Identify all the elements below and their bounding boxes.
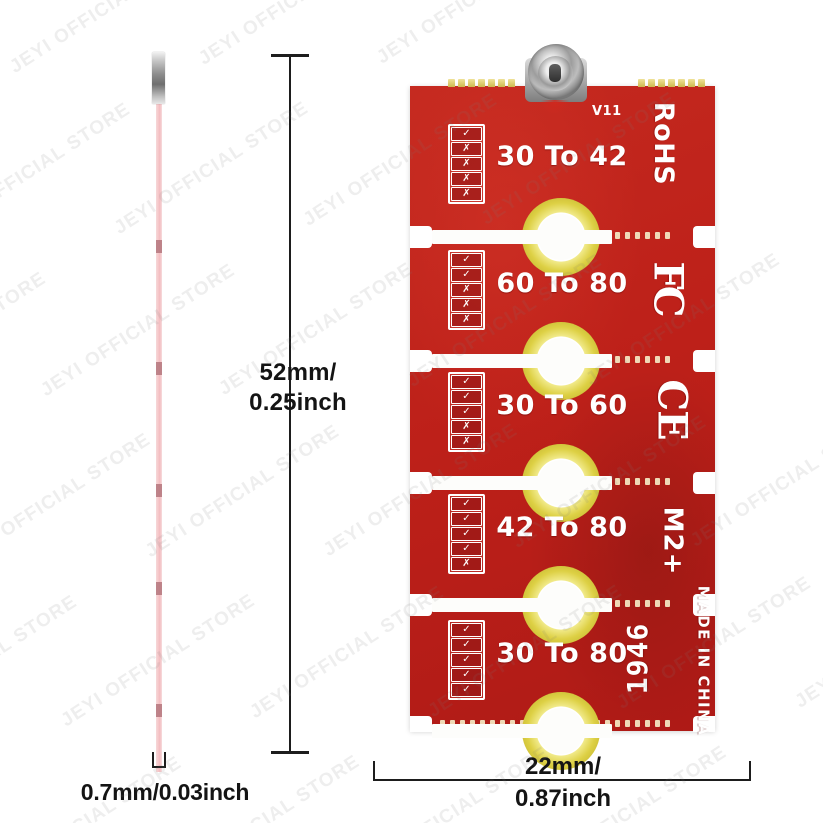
pcb-edge-view <box>152 52 166 772</box>
watermark-text: JEYI OFFICIAL STORE <box>0 98 135 240</box>
pcb-notch-left <box>410 594 432 616</box>
pcb-edge-body <box>156 92 162 772</box>
key-type-label: M2+ <box>657 506 688 576</box>
checkbox-checked: ✓ <box>451 497 482 511</box>
origin-label: MADE IN CHINA <box>694 585 713 737</box>
screw-slot <box>549 64 561 82</box>
pcb-notch-right <box>693 226 715 248</box>
pcb-notch-right <box>693 472 715 494</box>
width-dimension-cap-right <box>749 761 751 781</box>
date-code-label: 1946 <box>621 622 655 695</box>
checkbox-column-4: ✓✓✓✓✗ <box>448 494 485 574</box>
pcb-edge-notch <box>156 484 162 497</box>
pcb-notch-left <box>410 472 432 494</box>
width-label-mm: 22mm/ <box>524 753 602 780</box>
checkbox-checked: ✓ <box>451 253 482 267</box>
checkbox-crossed: ✗ <box>451 298 482 312</box>
watermark-text: JEYI OFFICIAL STORE <box>0 0 30 80</box>
checkbox-crossed: ✗ <box>451 313 482 327</box>
height-label-inch: 0.25inch <box>249 389 347 416</box>
checkbox-column-1: ✓✗✗✗✗ <box>448 124 485 204</box>
mounting-slot <box>432 598 612 612</box>
checkbox-checked: ✓ <box>451 542 482 556</box>
pcb-edge-notch <box>156 240 162 253</box>
watermark-text: JEYI OFFICIAL STORE <box>0 267 51 409</box>
pcb-notch-right <box>693 350 715 372</box>
checkbox-checked: ✓ <box>451 127 482 141</box>
fc-logo: FC <box>644 261 692 314</box>
pcb-board: 30 To 42 60 To 80 30 To 60 42 To 80 30 T… <box>410 79 715 770</box>
checkbox-checked: ✓ <box>451 527 482 541</box>
checkbox-checked: ✓ <box>451 375 482 389</box>
pcb-edge-screw <box>152 52 165 104</box>
solder-smear <box>541 100 569 114</box>
checkbox-checked: ✓ <box>451 668 482 682</box>
checkbox-crossed: ✗ <box>451 187 482 201</box>
pcb-edge-notch <box>156 362 162 375</box>
version-label: V11 <box>592 104 622 119</box>
mounting-slot <box>432 724 612 738</box>
width-dimension-line <box>373 761 751 781</box>
watermark-text: JEYI OFFICIAL STORE <box>195 0 397 70</box>
checkbox-checked: ✓ <box>451 683 482 697</box>
rohs-label: RoHS <box>648 101 680 186</box>
checkbox-crossed: ✗ <box>451 142 482 156</box>
checkbox-checked: ✓ <box>451 405 482 419</box>
watermark-text: JEYI OFFICIAL STORE <box>110 97 313 239</box>
pcb-edge-notch <box>156 582 162 595</box>
mounting-slot <box>432 354 612 368</box>
slot-label-30-to-80: 30 To 80 <box>496 638 628 669</box>
checkbox-crossed: ✗ <box>451 157 482 171</box>
watermark-text: JEYI OFFICIAL STORE <box>37 259 239 401</box>
height-label-mm: 52mm/ <box>259 359 337 386</box>
checkbox-crossed: ✗ <box>451 283 482 297</box>
width-label-inch: 0.87inch <box>514 785 612 812</box>
pcb-notch-left <box>410 716 432 732</box>
thickness-dimension-cap-left <box>152 752 154 768</box>
checkbox-checked: ✓ <box>451 512 482 526</box>
checkbox-checked: ✓ <box>451 653 482 667</box>
thickness-dimension-cap-right <box>164 752 166 768</box>
checkbox-checked: ✓ <box>451 623 482 637</box>
checkbox-crossed: ✗ <box>451 435 482 449</box>
screw-standoff <box>525 44 587 114</box>
checkbox-column-2: ✓✓✗✗✗ <box>448 250 485 330</box>
watermark-text: JEYI OFFICIAL STORE <box>6 0 208 78</box>
watermark-text: JEYI OFFICIAL STORE <box>0 591 82 732</box>
checkbox-checked: ✓ <box>451 638 482 652</box>
slot-label-42-to-80: 42 To 80 <box>496 512 628 543</box>
watermark-text: JEYI OFFICIAL STORE <box>141 420 344 562</box>
pcb-edge-notch <box>156 704 162 717</box>
height-dimension-cap-bottom <box>271 751 309 754</box>
pcb-edge-pads-right <box>638 79 705 87</box>
height-dimension-label: 52mm/ 0.25inch <box>238 358 358 418</box>
pcb-notch-right <box>693 594 715 616</box>
slot-label-60-to-80: 60 To 80 <box>496 268 628 299</box>
thickness-dimension-label: 0.7mm/0.03inch <box>80 779 250 805</box>
height-dimension-cap-top <box>271 54 309 57</box>
checkbox-checked: ✓ <box>451 390 482 404</box>
checkbox-crossed: ✗ <box>451 557 482 571</box>
pcb-edge-pads-left <box>448 79 515 87</box>
checkbox-column-3: ✓✓✓✗✗ <box>448 372 485 452</box>
pcb-notch-left <box>410 226 432 248</box>
mounting-slot <box>432 476 612 490</box>
pcb-notch-left <box>410 350 432 372</box>
width-dimension-cap-left <box>373 761 375 781</box>
ce-logo: CE <box>648 379 696 440</box>
checkbox-crossed: ✗ <box>451 420 482 434</box>
mounting-slot <box>432 230 612 244</box>
checkbox-checked: ✓ <box>451 268 482 282</box>
watermark-text: JEYI OFFICIAL STORE <box>0 428 155 571</box>
checkbox-crossed: ✗ <box>451 172 482 186</box>
thickness-dimension-line <box>152 752 166 768</box>
watermark-text: JEYI OFFICIAL STORE <box>791 571 823 713</box>
height-dimension-line <box>271 54 309 754</box>
pcb-notch-right <box>693 716 715 732</box>
slot-label-30-to-60: 30 To 60 <box>496 390 628 421</box>
checkbox-column-5: ✓✓✓✓✓ <box>448 620 485 700</box>
slot-label-30-to-42: 30 To 42 <box>496 141 628 172</box>
